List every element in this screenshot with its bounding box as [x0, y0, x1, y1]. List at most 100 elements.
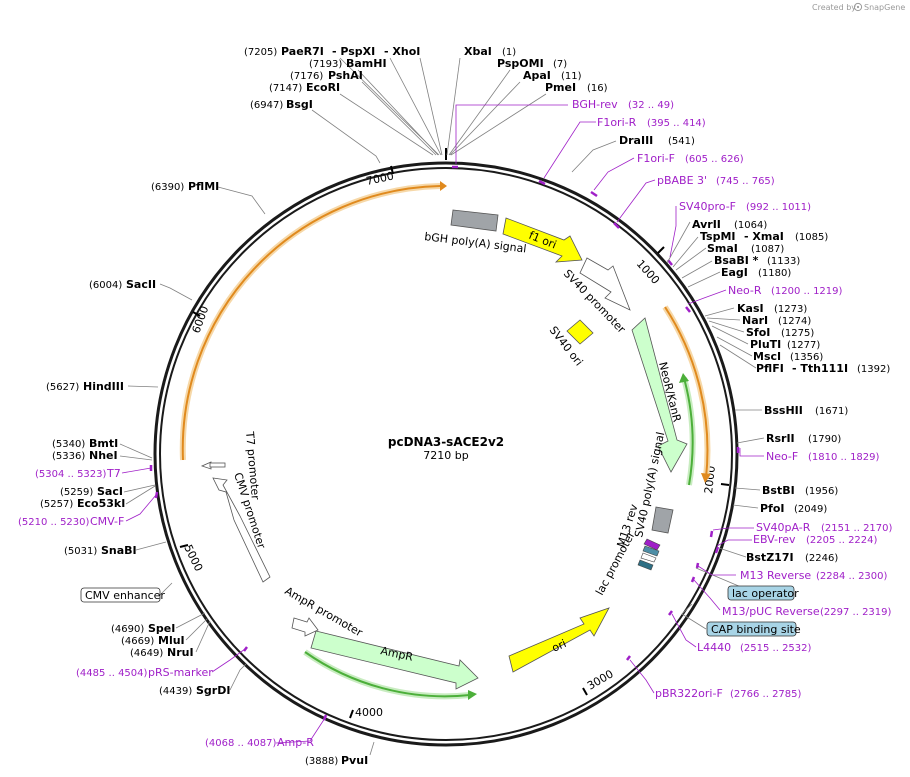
feature-m13-rev[interactable]: [637, 538, 661, 571]
enzyme-sgrdi[interactable]: SgrDI: [196, 684, 230, 697]
enzyme-pvui[interactable]: PvuI: [341, 754, 368, 767]
enzyme-bsshii-pos: (1671): [815, 406, 848, 417]
enzyme-nari[interactable]: NarI: [742, 314, 768, 327]
enzyme-bmti-pos: (5340): [52, 439, 85, 450]
feature-t7-promoter[interactable]: [200, 461, 226, 470]
enzyme-bsgi[interactable]: BsgI: [286, 98, 313, 111]
cmv-enhancer-box[interactable]: CMV enhancer: [80, 587, 165, 603]
feature-bgh-polya[interactable]: [450, 209, 499, 232]
enzyme-ecori[interactable]: EcoRI: [306, 81, 340, 94]
enzyme-kasi[interactable]: KasI: [737, 302, 764, 315]
primer-ebv-rev-range: (2205 .. 2224): [806, 535, 878, 546]
enzyme-bstz17i[interactable]: BstZ17I: [746, 551, 794, 564]
primer-pbr322ori-f[interactable]: pBR322ori-F: [655, 687, 723, 700]
tick-4000: 4000: [349, 706, 383, 719]
enzyme-xmai[interactable]: - XmaI: [744, 230, 784, 243]
feature-neor-kanr[interactable]: [631, 317, 688, 473]
primer-l4440-range: (2515 .. 2532): [740, 643, 812, 654]
enzyme-hindiii-pos: (5627): [46, 382, 79, 393]
created-by-text: Created by: [812, 3, 856, 12]
enzyme-apai[interactable]: ApaI: [523, 69, 551, 82]
enzyme-draiii[interactable]: DraIII: [619, 134, 653, 147]
enzyme-pspomi-pos: (7): [553, 59, 567, 70]
enzyme-snabi[interactable]: SnaBI: [101, 544, 137, 557]
enzyme-tspmi[interactable]: TspMI: [700, 230, 736, 243]
enzyme-hindiii[interactable]: HindIII: [83, 380, 124, 393]
enzyme-pflmi-pos: (6390): [151, 182, 184, 193]
enzyme-bamhi[interactable]: BamHI: [346, 57, 387, 70]
enzyme-sacii-pos: (6004): [89, 280, 122, 291]
enzyme-xhoi[interactable]: - XhoI: [384, 45, 420, 58]
enzyme-nrui[interactable]: NruI: [167, 646, 194, 659]
enzyme-pfoi-pos: (2049): [794, 504, 827, 515]
enzyme-mlui-pos: (4669): [121, 636, 154, 647]
primer-f1ori-f[interactable]: F1ori-F: [637, 152, 675, 165]
enzyme-eagi[interactable]: EagI: [721, 266, 748, 279]
feature-sv40-promoter[interactable]: [579, 257, 631, 311]
enzyme-sacii[interactable]: SacII: [126, 278, 156, 291]
lac-operator-label: lac operator: [732, 587, 799, 600]
enzyme-nhei[interactable]: NheI: [89, 449, 118, 462]
lac-operator-box[interactable]: lac operator: [727, 585, 799, 601]
enzyme-pflfi[interactable]: PflFI: [756, 362, 784, 375]
enzyme-bmti[interactable]: BmtI: [89, 437, 118, 450]
enzyme-eco53ki-pos: (5257): [40, 499, 73, 510]
primer-l4440[interactable]: L4440: [697, 641, 731, 654]
enzyme-pluti[interactable]: PluTI: [750, 338, 781, 351]
enzyme-tth111i[interactable]: - Tth111I: [792, 362, 848, 375]
enzyme-bstbi[interactable]: BstBI: [762, 484, 795, 497]
primer-m13-puc-reverse[interactable]: M13/pUC Reverse: [722, 605, 820, 618]
feature-f1-ori[interactable]: [502, 217, 583, 263]
feature-cmv-promoter[interactable]: [212, 477, 271, 583]
enzyme-pmei[interactable]: PmeI: [545, 81, 576, 94]
cap-binding-site-box[interactable]: CAP binding site: [706, 621, 801, 637]
feature-sv40-polya[interactable]: [651, 506, 674, 534]
enzyme-spei[interactable]: SpeI: [148, 622, 175, 635]
enzyme-saci[interactable]: SacI: [97, 485, 123, 498]
enzyme-pfoi[interactable]: PfoI: [760, 502, 785, 515]
enzyme-draiii-pos: (541): [668, 136, 695, 147]
primer-sv40pa-r-range: (2151 .. 2170): [821, 523, 893, 534]
feature-sv40-ori[interactable]: [566, 319, 594, 345]
feature-ampr-promoter[interactable]: [291, 617, 319, 637]
enzyme-paer7i[interactable]: PaeR7I: [281, 45, 324, 58]
primer-sv40pa-r[interactable]: SV40pA-R: [756, 521, 811, 534]
enzyme-rsrii[interactable]: RsrII: [766, 432, 795, 445]
primer-neo-f[interactable]: Neo-F: [766, 450, 798, 463]
enzyme-pshai[interactable]: PshAI: [328, 69, 363, 82]
enzyme-avrii[interactable]: AvrII: [692, 218, 721, 231]
enzyme-pvui-pos: (3888): [305, 756, 338, 767]
enzyme-nari-pos: (1274): [778, 316, 811, 327]
primer-sv40pro-f[interactable]: SV40pro-F: [679, 200, 736, 213]
enzyme-eco53ki[interactable]: Eco53kI: [77, 497, 125, 510]
primer-pbabe-3[interactable]: pBABE 3': [657, 174, 707, 187]
enzyme-pspxi[interactable]: - PspXI: [332, 45, 375, 58]
enzyme-snabi-pos: (5031): [64, 546, 97, 557]
primer-t7[interactable]: T7: [106, 467, 121, 480]
primer-amp-r[interactable]: Amp-R: [277, 736, 314, 749]
enzyme-xbai[interactable]: XbaI: [464, 45, 492, 58]
enzyme-sfoi[interactable]: SfoI: [746, 326, 770, 339]
primer-m13-reverse[interactable]: M13 Reverse: [740, 569, 811, 582]
primer-cmv-f[interactable]: CMV-F: [90, 515, 124, 528]
feature-ampr[interactable]: [310, 630, 479, 690]
enzyme-smai[interactable]: SmaI: [707, 242, 738, 255]
enzyme-pflmi[interactable]: PflMI: [188, 180, 219, 193]
primer-ebv-rev[interactable]: EBV-rev: [753, 533, 796, 546]
primer-amp-r-range: (4068 .. 4087): [205, 738, 277, 749]
enzyme-apai-pos: (11): [561, 71, 582, 82]
enzyme-bsabi[interactable]: BsaBI *: [714, 254, 759, 267]
plasmid-name: pcDNA3-sACE2v2: [388, 435, 504, 449]
primer-bgh-rev[interactable]: BGH-rev: [572, 98, 618, 111]
enzyme-msci[interactable]: MscI: [753, 350, 781, 363]
enzyme-pmei-pos: (16): [587, 83, 608, 94]
feature-ori[interactable]: [508, 607, 610, 673]
primer-prs-marker[interactable]: pRS-marker: [148, 666, 213, 679]
enzyme-mlui[interactable]: MluI: [158, 634, 185, 647]
primer-f1ori-r[interactable]: F1ori-R: [597, 116, 637, 129]
enzyme-bsshii[interactable]: BssHII: [764, 404, 803, 417]
primer-neo-r[interactable]: Neo-R: [728, 284, 762, 297]
primer-neo-f-range: (1810 .. 1829): [808, 452, 880, 463]
enzyme-pspomi[interactable]: PspOMI: [497, 57, 544, 70]
